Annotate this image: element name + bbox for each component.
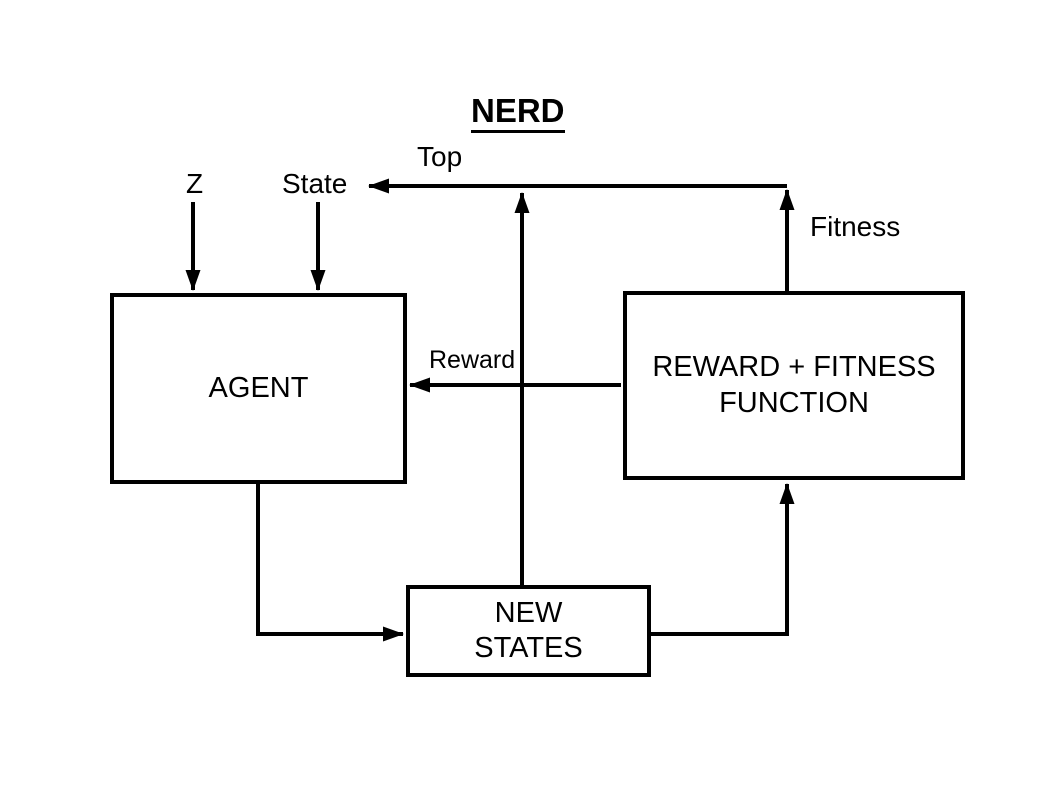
agent-node: AGENT	[110, 293, 407, 484]
reward-edge-label: Reward	[429, 346, 516, 374]
reward-fitness-function-node-label: REWARD + FITNESS FUNCTION	[652, 351, 936, 419]
agent-node-label: AGENT	[208, 371, 309, 404]
agent-to-new-states-arrow	[256, 482, 404, 642]
new-states-node: NEW STATES	[406, 585, 651, 677]
fitness-edge-label: Fitness	[810, 211, 901, 242]
new-states-node-label: NEW STATES	[474, 596, 583, 664]
diagram-title: NERD	[471, 94, 565, 133]
new-states-to-reward-fitness-arrow	[651, 483, 795, 636]
reward-fitness-function-node: REWARD + FITNESS FUNCTION	[623, 291, 965, 480]
z-edge-label: Z	[186, 168, 204, 199]
top-edge-label: Top	[417, 141, 463, 172]
state-edge-label: State	[282, 168, 348, 199]
